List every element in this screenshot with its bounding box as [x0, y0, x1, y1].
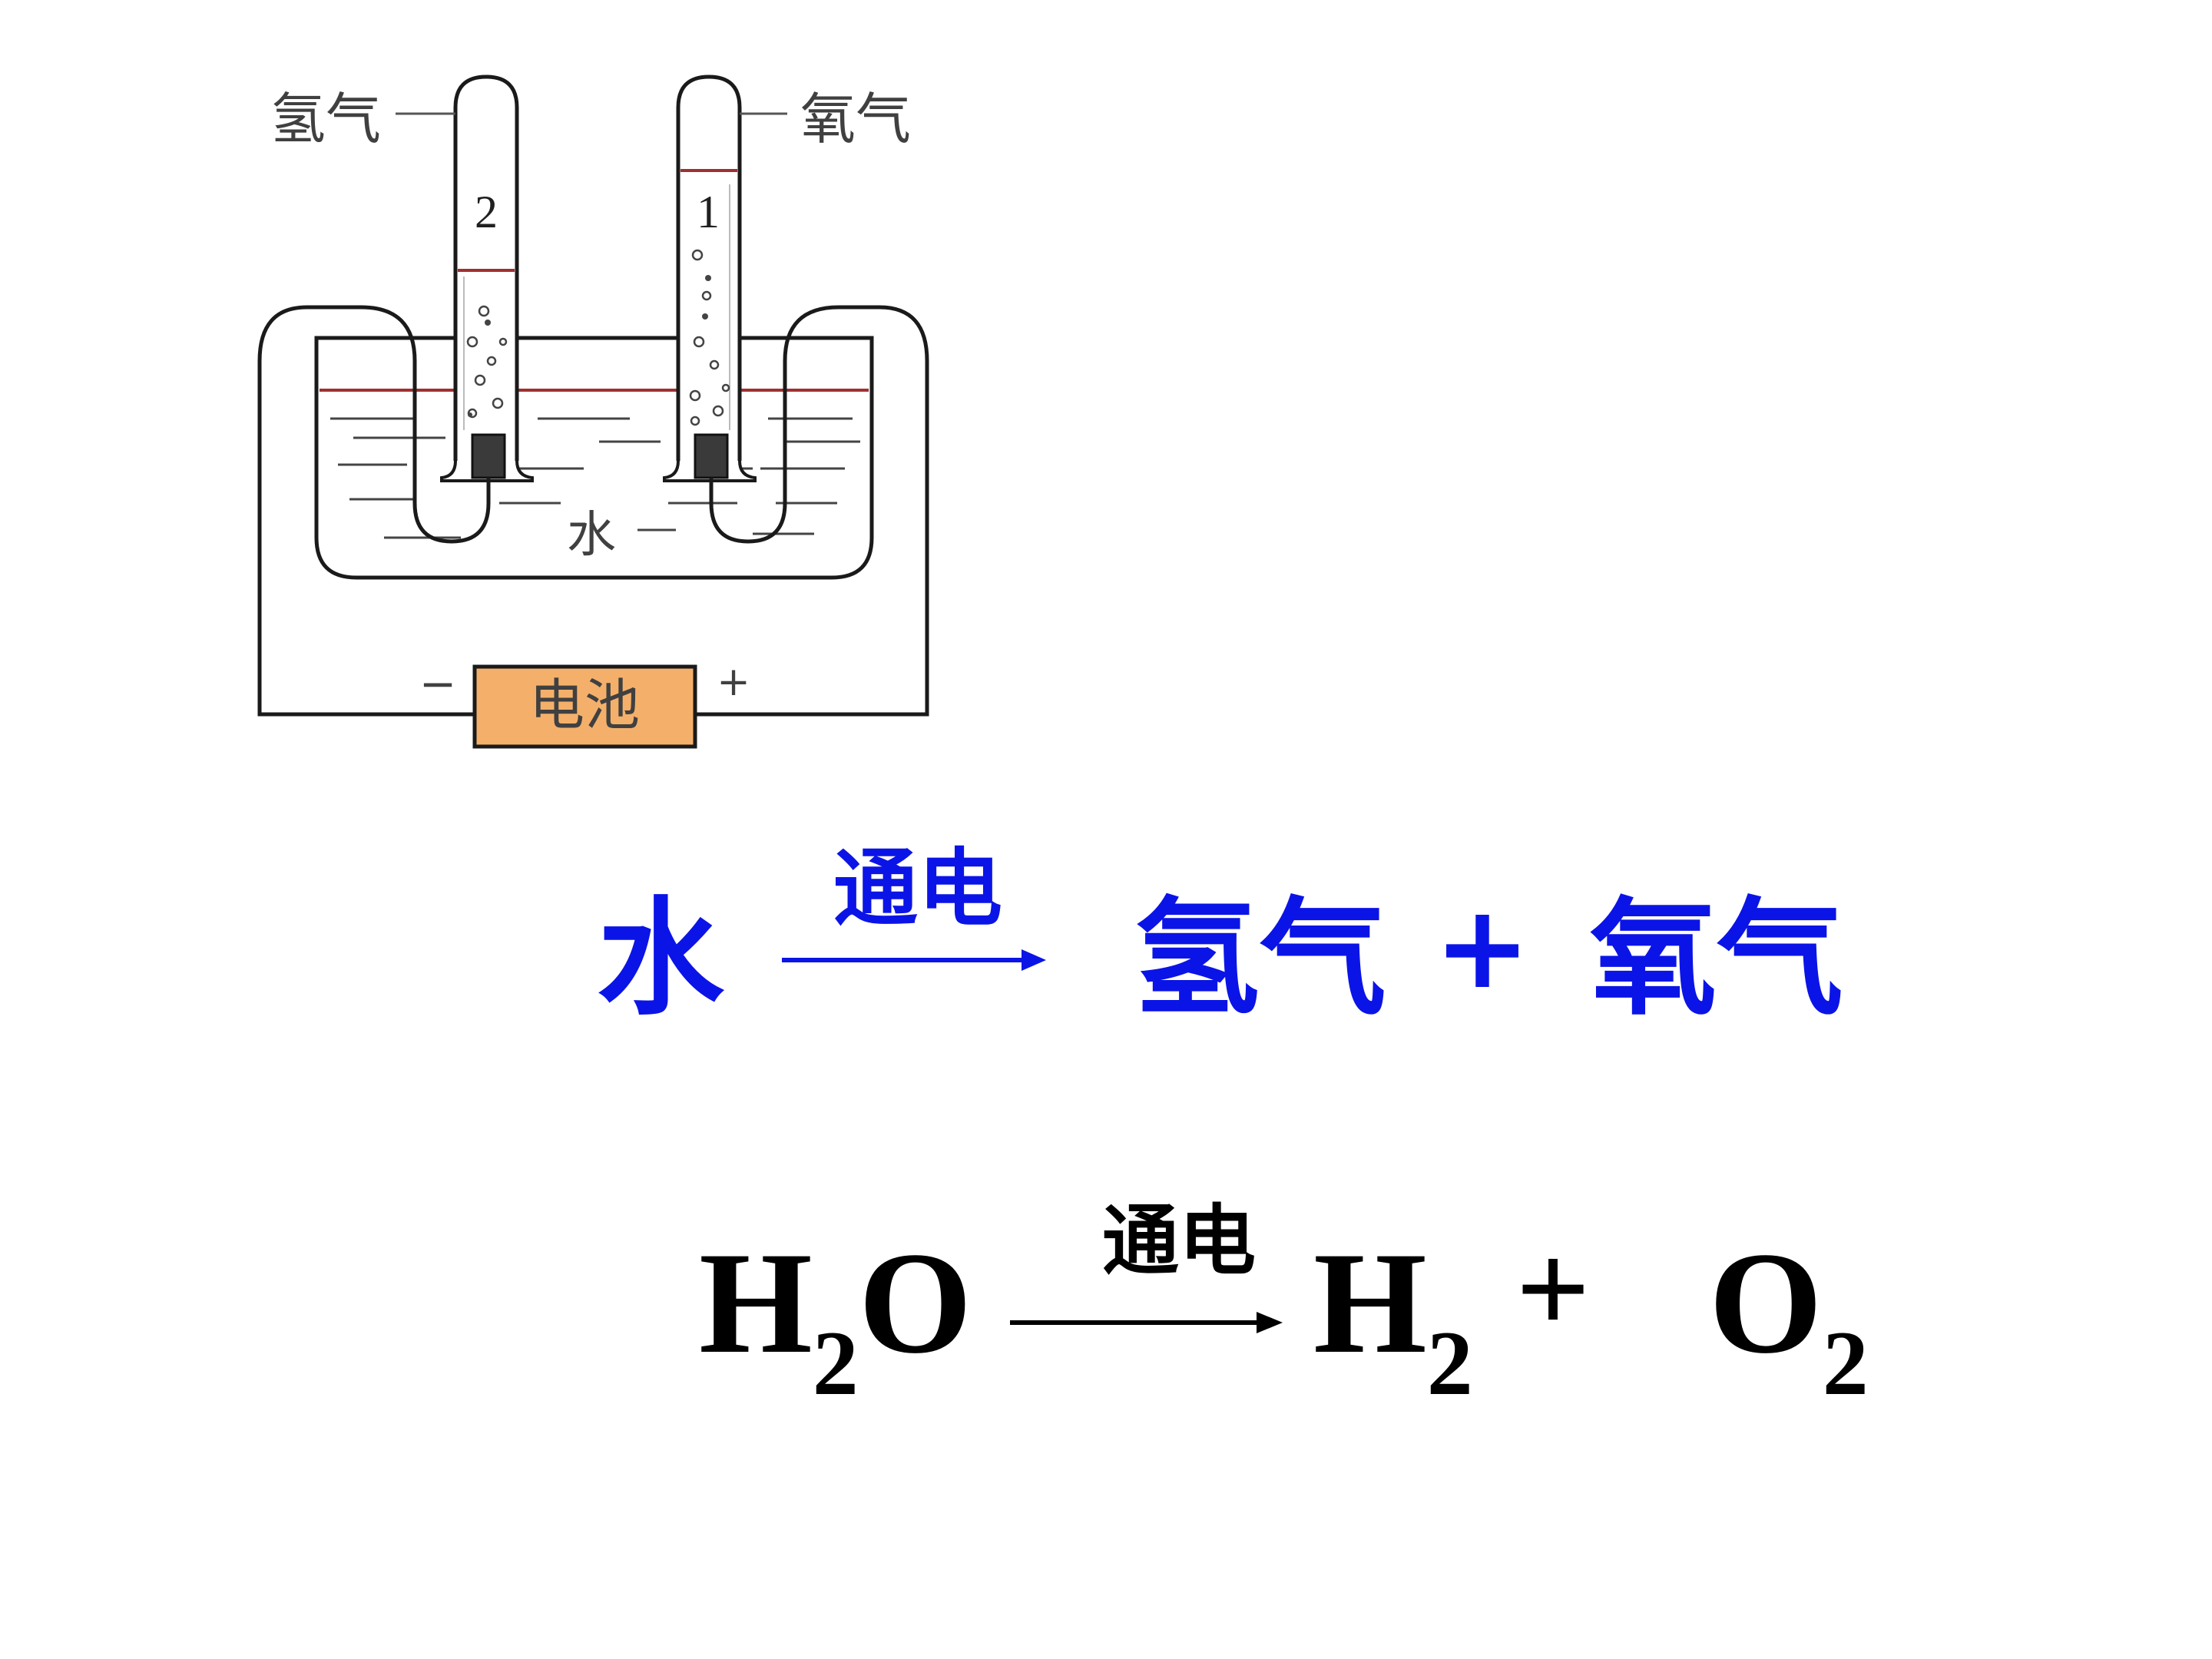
- label-oxygen: 氧气: [800, 87, 911, 151]
- word-arrow-head: [1022, 949, 1046, 971]
- formula-equation: H2O 通电 H2 + O2: [699, 1196, 1869, 1414]
- water-trough: [314, 336, 874, 580]
- tube-number-left: 2: [475, 187, 498, 237]
- formula-plus: +: [1516, 1217, 1591, 1361]
- tube-number-right: 1: [697, 187, 720, 237]
- word-product-1: 氢气: [1133, 885, 1386, 1032]
- test-tube-right: [676, 75, 742, 461]
- word-condition: 通电: [833, 839, 1002, 938]
- electrode-right: [694, 433, 729, 479]
- formula-product-2: O2: [1709, 1223, 1869, 1414]
- word-reactant: 水: [598, 885, 725, 1032]
- word-equation: 水 通电 氢气 + 氧气: [598, 839, 1844, 1032]
- word-plus: +: [1434, 881, 1531, 1015]
- wire-right: [695, 305, 929, 717]
- word-product-2: 氧气: [1590, 885, 1843, 1032]
- formula-condition: 通电: [1102, 1196, 1256, 1286]
- formula-arrow-head: [1257, 1312, 1283, 1333]
- formula-reactant: H2O: [699, 1223, 972, 1414]
- battery-plus: +: [717, 659, 750, 705]
- battery: [472, 664, 697, 749]
- battery-label: 电池: [529, 673, 640, 737]
- formula-product-1: H2: [1313, 1223, 1473, 1414]
- wire-left: [257, 305, 491, 717]
- battery-minus: −: [419, 657, 457, 710]
- electrolysis-apparatus: 电池 − + 氢气 氧气 2 1 水: [257, 75, 929, 749]
- label-hydrogen: 氢气: [270, 87, 381, 151]
- label-water: 水: [567, 507, 616, 564]
- electrode-left: [471, 433, 506, 479]
- gas-bubbles: [466, 249, 730, 426]
